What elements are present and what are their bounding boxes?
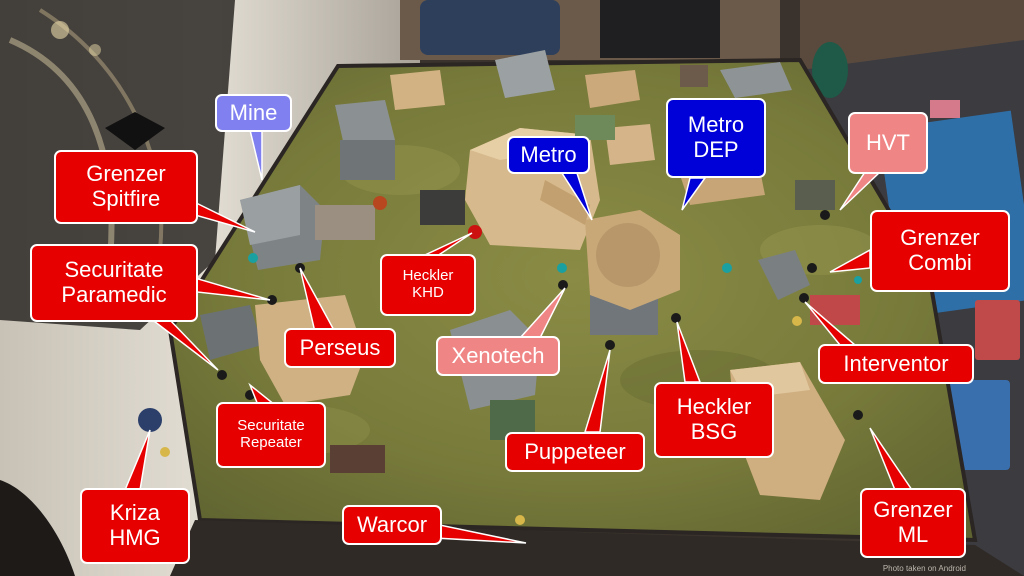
pointer-metro-dep: [681, 177, 707, 211]
terrain-tan-buildings: [255, 70, 845, 500]
wall-emblem: [105, 112, 165, 150]
photo-credit: Photo taken on Android: [882, 564, 966, 573]
tokens: [160, 196, 862, 525]
terrain-grey-buildings: [200, 50, 810, 410]
foreground-left: [0, 480, 75, 576]
